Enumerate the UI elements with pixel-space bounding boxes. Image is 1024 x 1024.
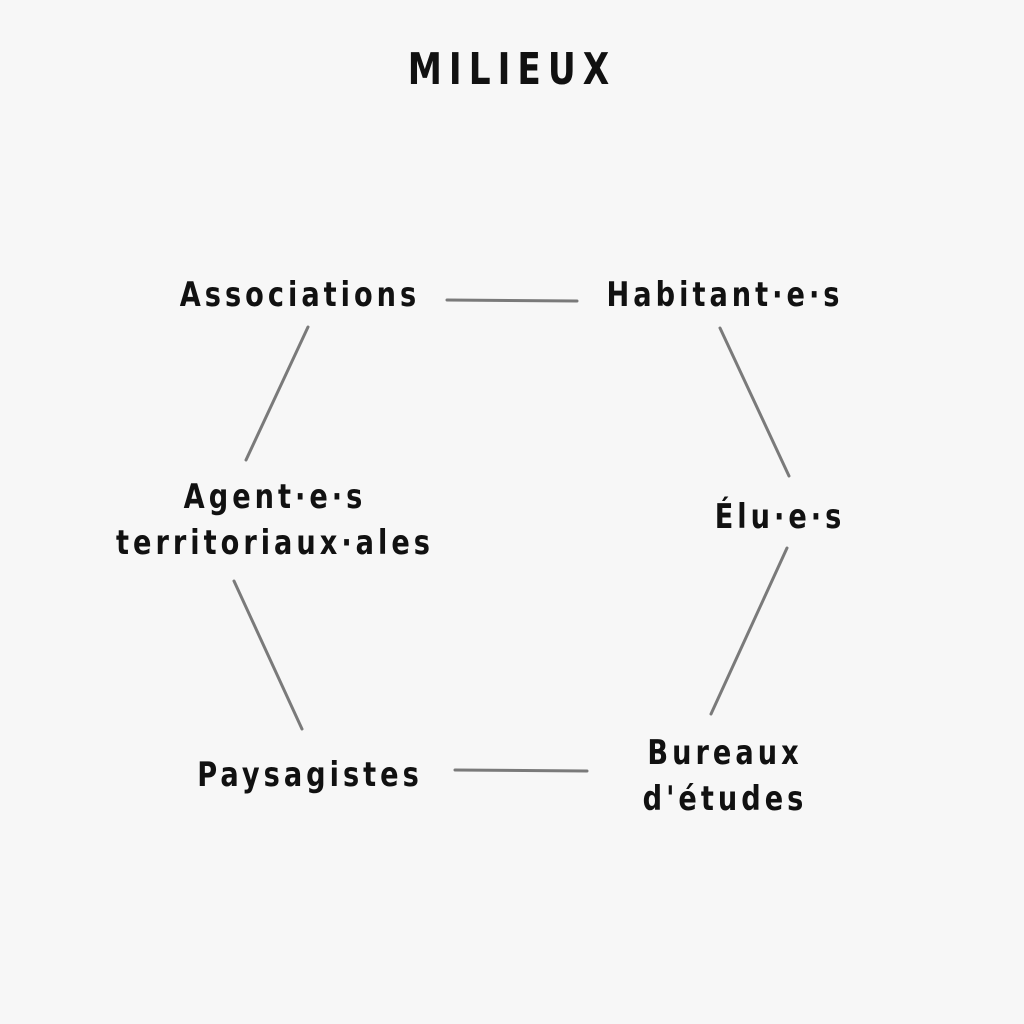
node-paysagistes-label: Paysagistes [197, 755, 423, 795]
node-habitants-label: Habitant·e·s [606, 275, 844, 315]
node-agents-label-line2: territoriaux·ales [116, 523, 434, 563]
edge-elus-bureaux [709, 546, 789, 716]
node-paysagistes: Paysagistes [174, 752, 446, 798]
edge-habitants-elus [718, 326, 791, 478]
node-agents-territoriaux: Agent·e·s territoriaux·ales [87, 474, 463, 566]
node-agents-label-line1: Agent·e·s [183, 477, 367, 517]
node-elus-label: Élu·e·s [714, 497, 846, 537]
node-bureaux-label-line1: Bureaux [647, 733, 803, 773]
node-elus: Élu·e·s [660, 494, 900, 540]
node-associations: Associations [164, 272, 436, 318]
node-bureaux-etudes: Bureaux d'études [597, 730, 853, 822]
edge-bureaux-paysagistes [453, 768, 589, 773]
edge-associations-habitants [445, 298, 579, 303]
edge-agents-associations [244, 325, 310, 462]
diagram-title: MILIEUX [407, 44, 617, 95]
node-associations-label: Associations [179, 275, 421, 315]
node-habitants: Habitant·e·s [589, 272, 861, 318]
edge-paysagistes-agents [232, 579, 304, 731]
node-bureaux-label-line2: d'études [642, 779, 808, 819]
